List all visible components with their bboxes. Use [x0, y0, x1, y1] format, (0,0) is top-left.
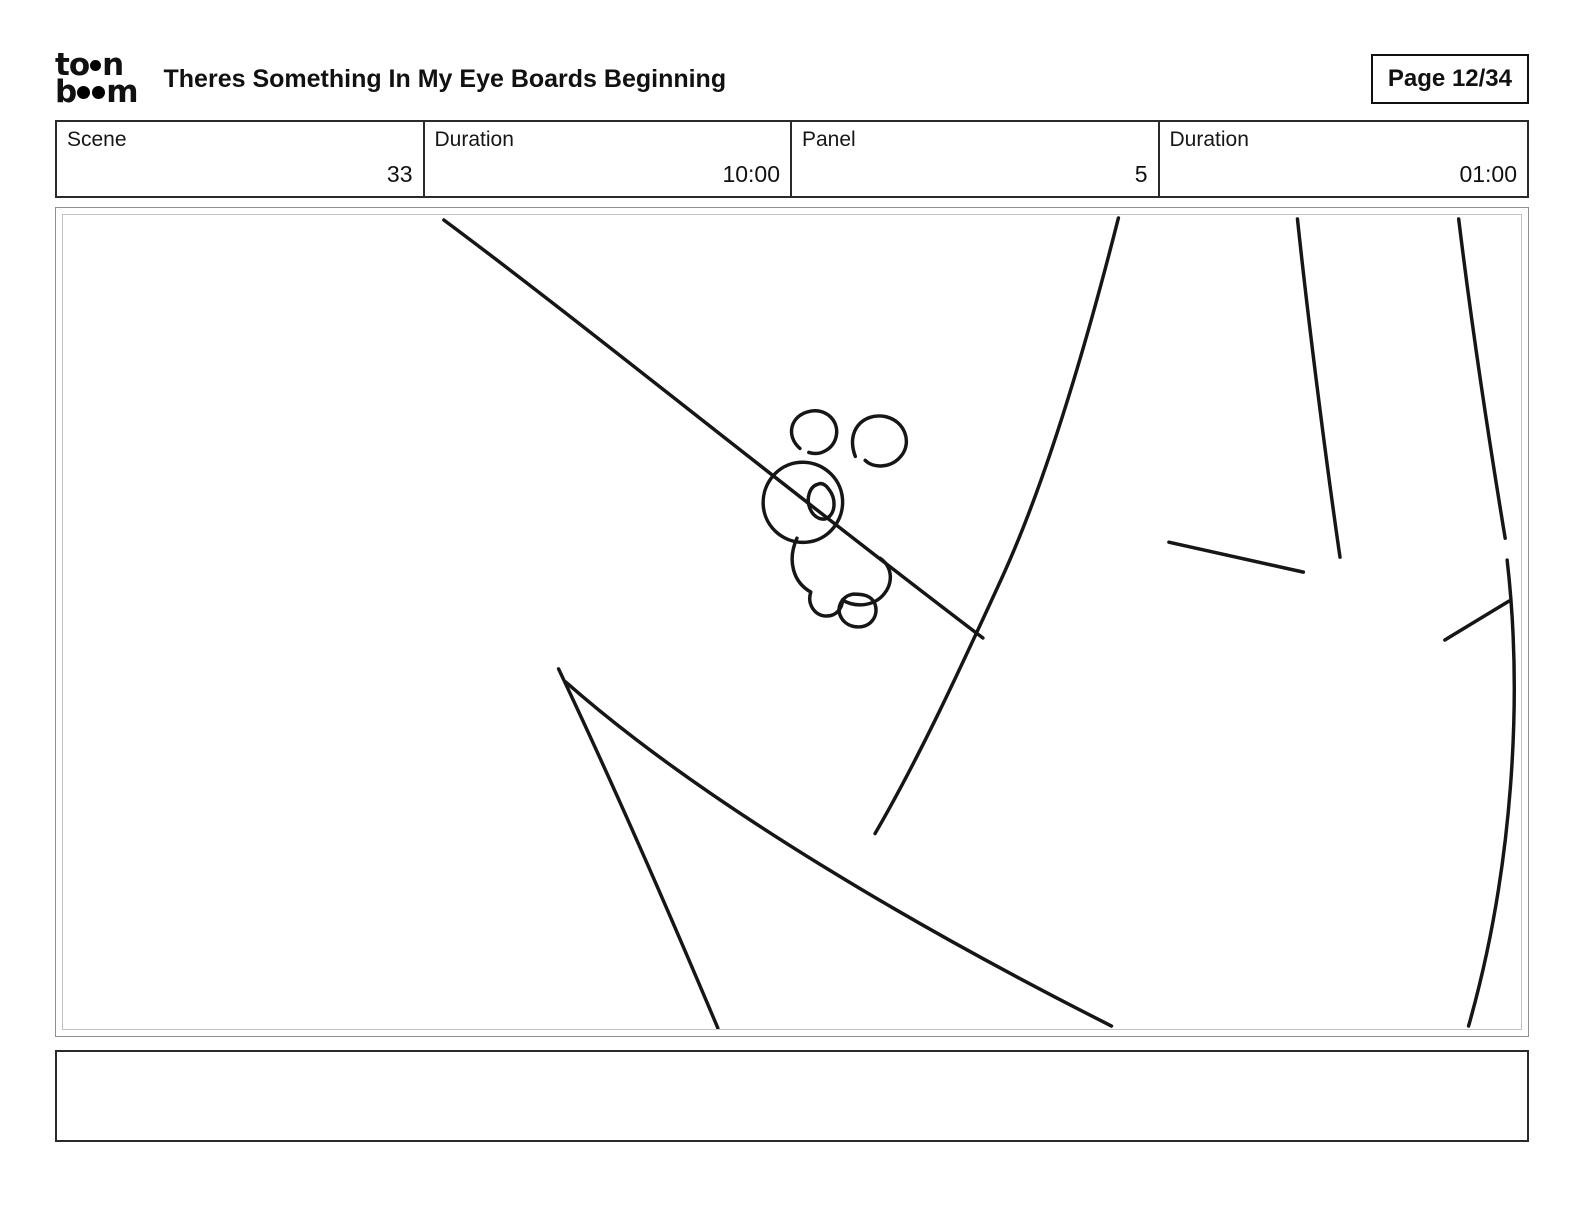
logo-dot-icon	[77, 86, 91, 100]
logo-dot-icon	[92, 86, 106, 100]
info-cell-label: Panel	[802, 128, 856, 151]
info-cell-label: Duration	[434, 128, 514, 151]
sketch-large-curve-center	[873, 216, 1121, 836]
document-title: Theres Something In My Eye Boards Beginn…	[163, 64, 727, 93]
sketch-diagonal-line	[442, 218, 985, 640]
info-cell-scene-duration: Duration 10:00	[425, 122, 792, 196]
info-cell-value: 01:00	[1459, 161, 1517, 187]
sketch-character-head	[761, 460, 845, 544]
sketch-character-ear-left	[789, 409, 839, 456]
sketch-far-right-check	[1443, 599, 1511, 642]
info-cell-panel-duration: Duration 01:00	[1160, 122, 1528, 196]
logo-text: m	[106, 74, 138, 110]
info-cell-value: 33	[386, 161, 413, 187]
sketch-character-eye	[806, 481, 836, 521]
logo-text: to	[55, 46, 90, 83]
sketch-character-foot	[837, 592, 878, 629]
info-table: Scene 33 Duration 10:00 Panel 5 Duration…	[55, 120, 1529, 198]
sketch-petal-right-edge	[563, 680, 1114, 1028]
info-cell-value: 5	[1134, 161, 1148, 187]
sketch-character-body	[790, 536, 892, 618]
info-cell-panel: Panel 5	[792, 122, 1160, 196]
page-number-box: Page 12/34	[1370, 54, 1529, 104]
sketch-character-ear-right	[850, 414, 908, 468]
info-cell-scene: Scene 33	[57, 122, 425, 196]
info-cell-value: 10:00	[722, 161, 780, 187]
sketch-far-right-long-curve	[1466, 558, 1516, 1028]
sketch-far-right-top-stroke	[1456, 217, 1507, 540]
info-cell-label: Scene	[67, 128, 127, 151]
storyboard-panel-inner	[62, 214, 1522, 1030]
info-cell-label: Duration	[1169, 128, 1249, 151]
caption-box	[55, 1050, 1529, 1142]
logo-dot-icon	[90, 59, 102, 71]
sketch-petal-left-edge	[556, 667, 720, 1029]
sketch-right-vertical-stroke	[1295, 217, 1342, 559]
sketch-right-cross-stroke	[1167, 540, 1306, 574]
logo-text: n	[102, 46, 124, 83]
storyboard-sketch-drawing	[442, 216, 1516, 1029]
storyboard-panel-frame	[55, 207, 1529, 1037]
logo-text: b	[55, 74, 77, 110]
